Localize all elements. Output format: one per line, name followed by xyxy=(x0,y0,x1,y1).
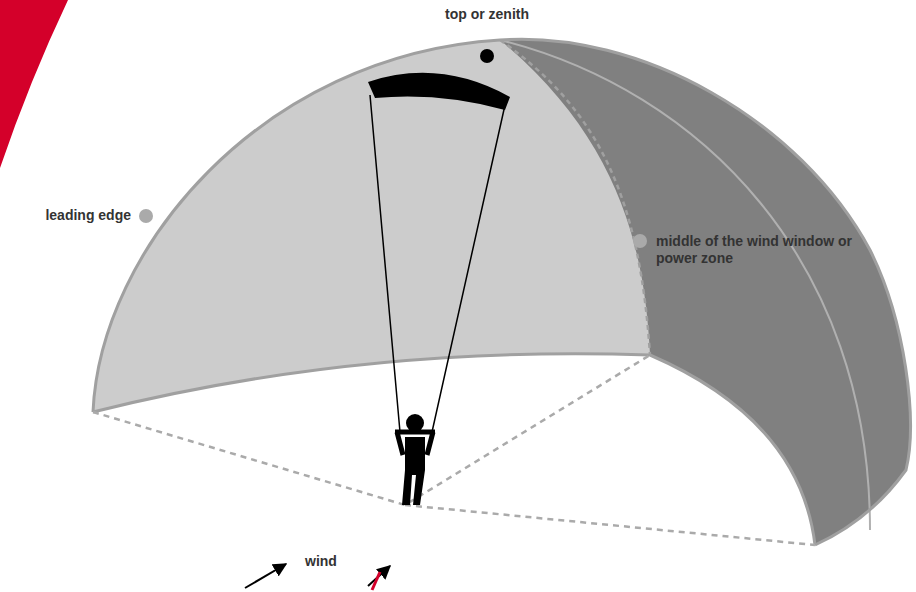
kite xyxy=(368,73,510,110)
wind-label: wind xyxy=(305,553,337,570)
ground-lines xyxy=(93,355,815,545)
pilot-body xyxy=(402,437,425,505)
middle-line xyxy=(500,40,650,355)
middle-dot xyxy=(633,234,647,248)
red-corner xyxy=(0,0,68,168)
leading-edge-dot xyxy=(139,209,153,223)
zenith-dot xyxy=(480,49,494,63)
zone-line xyxy=(500,40,870,530)
wind-mark xyxy=(372,572,380,590)
window-base xyxy=(93,354,815,545)
edge-label: leading edge xyxy=(45,207,131,224)
zone-label: middle of the wind window or power zone xyxy=(656,233,861,267)
pilot-head xyxy=(406,414,424,432)
window-outline xyxy=(93,39,910,545)
kite-lines xyxy=(370,95,505,432)
zenith-label: top or zenith xyxy=(445,6,529,23)
wind-arrow xyxy=(245,564,286,588)
power-zone-area xyxy=(500,39,910,545)
